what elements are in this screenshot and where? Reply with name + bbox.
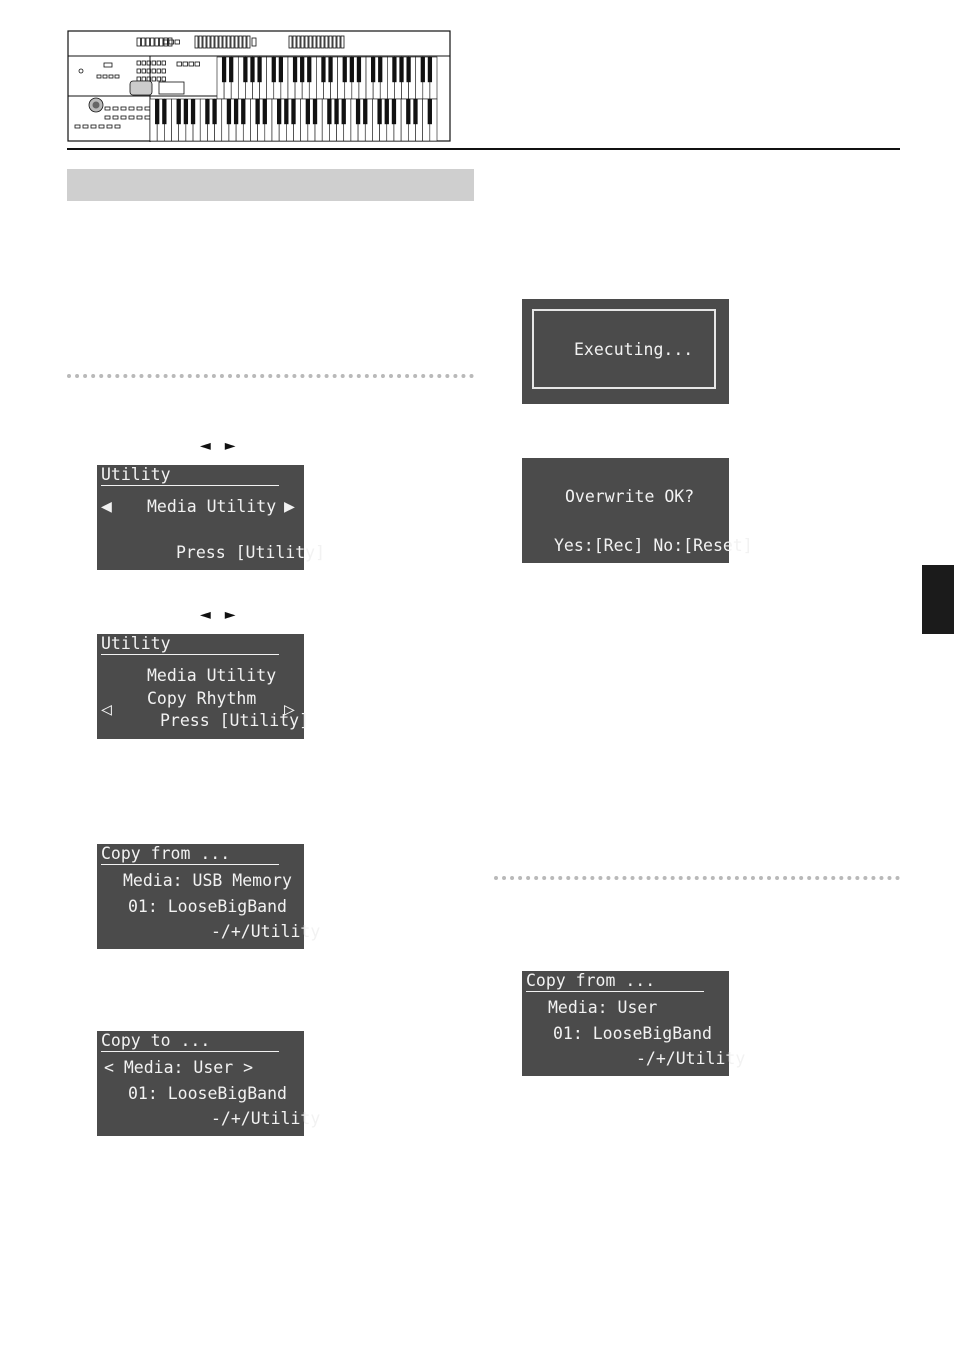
instruction-text: -/+/Utility <box>211 922 321 941</box>
title-underline <box>526 991 704 992</box>
instruction-text: Press [Utility] <box>160 711 310 730</box>
cursor-buttons-hint: ◄► <box>200 438 250 454</box>
left-cursor-icon: ◄ <box>200 438 225 454</box>
left-arrow-icon: ◁ <box>101 699 112 720</box>
instrument-illustration <box>67 30 451 142</box>
chapter-tab <box>922 565 954 634</box>
title-underline <box>101 485 279 486</box>
instruction-text: -/+/Utility <box>211 1109 321 1128</box>
lcd-screen-copy-from-user: Copy from ... Media: User 01: LooseBigBa… <box>522 971 745 1076</box>
left-cursor-icon: ◄ <box>200 607 225 623</box>
lcd-screen-utility-media: Utility ◀ Media Utility ▶ Press [Utility… <box>97 465 325 570</box>
screen-title: Utility <box>101 634 171 653</box>
menu-item: Media Utility <box>147 666 277 685</box>
title-underline <box>101 654 279 655</box>
status-text: Executing... <box>574 340 694 359</box>
instruction-text: -/+/Utility <box>636 1049 746 1068</box>
cursor-buttons-hint: ◄► <box>200 607 250 623</box>
lcd-screen-copy-from-usb: Copy from ... Media: USB Memory 01: Loos… <box>97 844 320 949</box>
media-value: Media: User <box>548 998 658 1017</box>
title-underline <box>101 864 279 865</box>
title-underline <box>101 1051 279 1052</box>
media-value: Media: USB Memory <box>123 871 292 890</box>
right-cursor-icon: ► <box>224 438 250 454</box>
rhythm-value: 01: LooseBigBand <box>553 1024 712 1043</box>
lcd-screen-overwrite: Overwrite OK? Yes:[Rec] No:[Reset] <box>522 458 753 563</box>
menu-item: Media Utility <box>147 497 277 516</box>
screen-title: Utility <box>101 465 171 484</box>
right-cursor-icon: ► <box>224 607 250 623</box>
screen-title: Copy from ... <box>101 844 231 863</box>
lcd-screen-executing: Executing... <box>522 299 729 404</box>
media-value: < Media: User > <box>104 1058 254 1077</box>
confirm-text: Overwrite OK? <box>565 487 695 506</box>
instruction-text: Press [Utility] <box>176 543 326 562</box>
menu-item-selected: Copy Rhythm <box>147 689 257 708</box>
right-arrow-icon: ▷ <box>284 699 295 720</box>
dotted-separator <box>67 374 474 378</box>
dotted-separator <box>494 876 900 880</box>
rhythm-value: 01: LooseBigBand <box>128 897 287 916</box>
section-heading-bar <box>67 169 474 201</box>
rhythm-value: 01: LooseBigBand <box>128 1084 287 1103</box>
left-arrow-icon: ◀ <box>101 496 112 517</box>
screen-title: Copy to ... <box>101 1031 211 1050</box>
screen-title: Copy from ... <box>526 971 656 990</box>
header-rule <box>67 148 900 150</box>
confirm-options: Yes:[Rec] No:[Reset] <box>554 536 753 555</box>
lcd-screen-copy-to-user: Copy to ... < Media: User > 01: LooseBig… <box>97 1031 320 1136</box>
lcd-screen-copy-rhythm: Utility Media Utility Copy Rhythm ◁ Pres… <box>97 634 309 739</box>
message-frame <box>532 309 716 389</box>
right-arrow-icon: ▶ <box>284 496 295 517</box>
